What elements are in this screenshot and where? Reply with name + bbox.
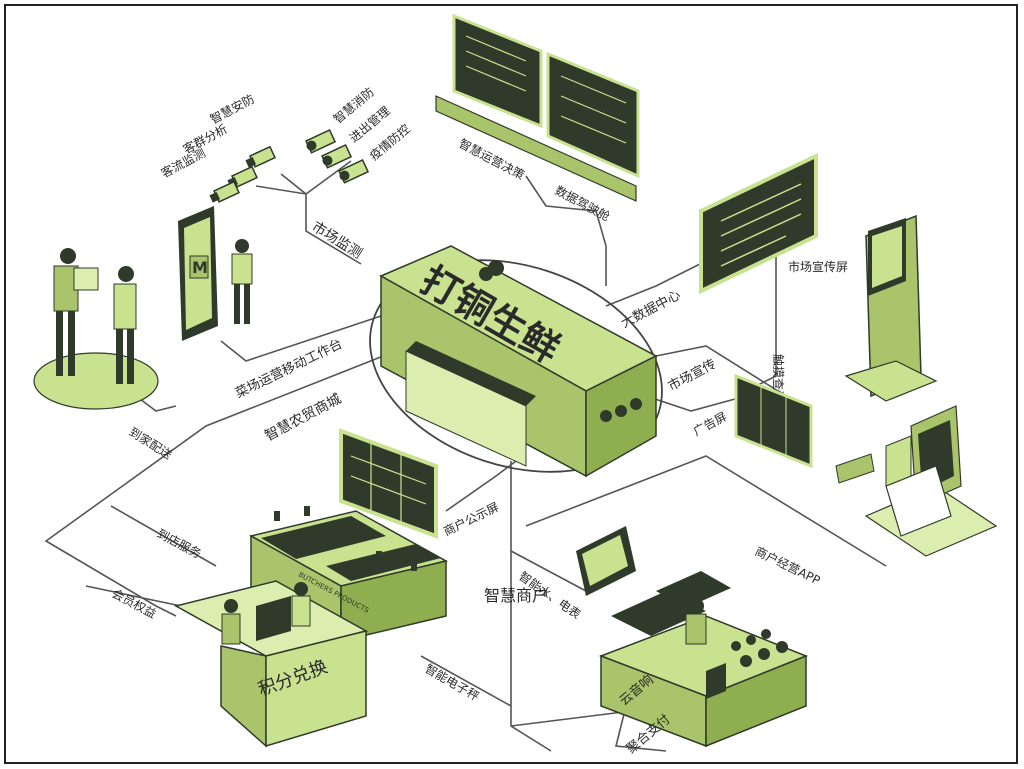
points-exchange-desk: [173, 580, 369, 748]
seller-stall: [598, 571, 809, 748]
customer-figure: [113, 266, 137, 384]
bigdata-monitor: [699, 152, 818, 295]
label-market-monitoring: 市场监测: [309, 218, 365, 262]
ad-screen: [734, 373, 813, 469]
label-market-promotion: 市场宣传: [665, 356, 718, 395]
line-mobile: [220, 315, 382, 362]
monitor-left: [452, 13, 543, 129]
line-bigdata: [605, 260, 707, 307]
label-smart-merchant: 智慧商户: [484, 586, 548, 605]
merchant-app-device: [835, 405, 998, 557]
camera-icon: [338, 159, 370, 184]
worker-figure: [231, 239, 253, 324]
line-decision: [595, 210, 607, 286]
camera-icon: [209, 180, 241, 203]
label-merchant-screen: 商户公示屏: [441, 499, 502, 539]
delivery-scene: [33, 248, 159, 410]
line-kiosk: [755, 256, 777, 387]
mobile-workstation: M: [178, 206, 253, 341]
label-data-cockpit: 数据驾驶舱: [553, 182, 613, 223]
camera-icon: [305, 129, 337, 154]
decision-screens: [435, 13, 640, 202]
label-smart-scale: 智能电子秤: [423, 661, 482, 704]
label-in-store-service: 到店服务: [155, 525, 204, 561]
label-smart-security: 智慧安防: [207, 91, 256, 127]
label-market-promo-screen: 市场宣传屏: [788, 259, 848, 274]
label-customer-analysis: 客群分析: [180, 121, 229, 157]
line-merchant-screen: [445, 460, 517, 512]
market-building: [369, 245, 663, 478]
label-merchant-app: 商户经营APP: [753, 543, 823, 587]
touch-kiosk: [844, 214, 938, 402]
camera-cluster-left: [209, 145, 277, 203]
line-smart-merchant: [510, 461, 552, 752]
meter-tablet: [576, 526, 636, 596]
camera-cluster-right: [305, 129, 370, 184]
monitor-right: [546, 51, 640, 179]
line-mall: [44, 350, 397, 617]
camera-icon: [245, 145, 277, 168]
line-monitoring: [255, 185, 362, 265]
diagram-frame: 智慧安防 客群分析 客流监测 智慧消防 进出管理 疫情防控 智慧运营决策 数据驾…: [4, 4, 1018, 764]
smart-market-diagram: 智慧安防 客群分析 客流监测 智慧消防 进出管理 疫情防控 智慧运营决策 数据驾…: [33, 13, 998, 757]
butcher-counters: BUTCHERS PRODUCTS: [248, 506, 449, 643]
camera-icon: [321, 144, 353, 169]
label-home-delivery: 到家配送: [126, 424, 175, 462]
app-logo: M: [192, 258, 208, 277]
connector-lines: [44, 160, 887, 752]
line-merchant-app: [525, 455, 887, 567]
label-ad-screen: 广告屏: [691, 409, 729, 438]
label-bigdata-center: 大数据中心: [619, 288, 683, 332]
merchant-public-screen: [339, 428, 438, 539]
courier-figure: [53, 248, 99, 376]
